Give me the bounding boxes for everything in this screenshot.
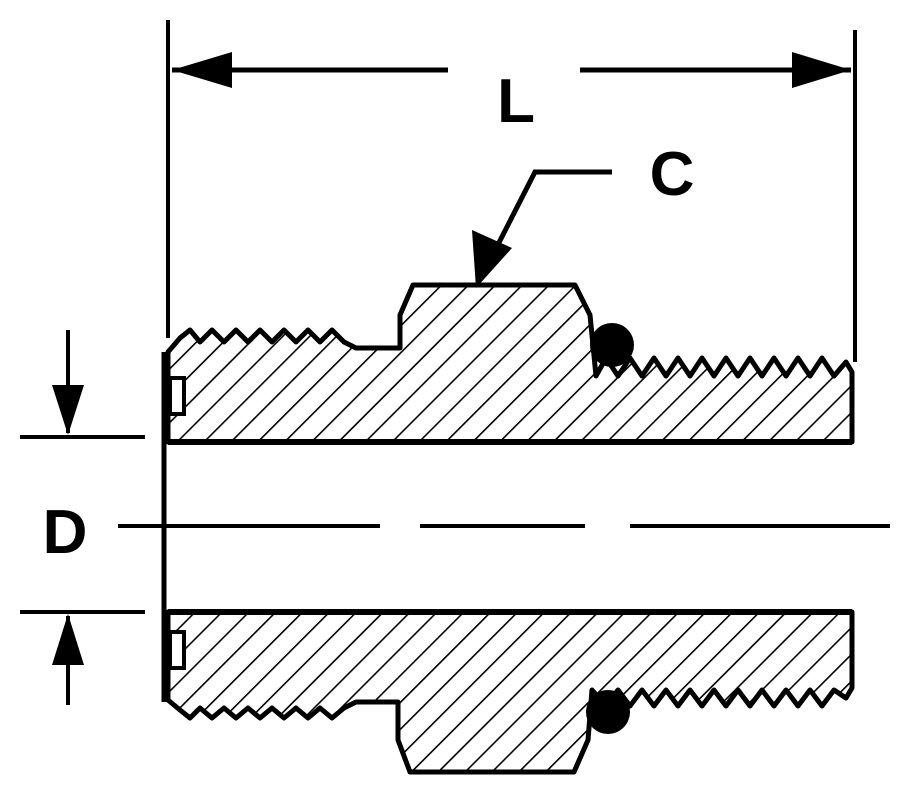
hex-leader: C <box>472 140 694 288</box>
seal-slot-upper <box>168 376 186 416</box>
hex-label: C <box>650 140 695 209</box>
lower-wall-section <box>165 609 855 775</box>
diameter-label: D <box>43 498 88 567</box>
seal-slot-lower <box>168 630 186 670</box>
upper-wall-section <box>165 282 855 445</box>
o-ring-lower <box>586 690 630 734</box>
length-dimension: L <box>172 52 851 136</box>
o-ring-upper <box>590 323 634 367</box>
diameter-dimension: D <box>20 330 145 705</box>
length-label: L <box>497 67 535 136</box>
